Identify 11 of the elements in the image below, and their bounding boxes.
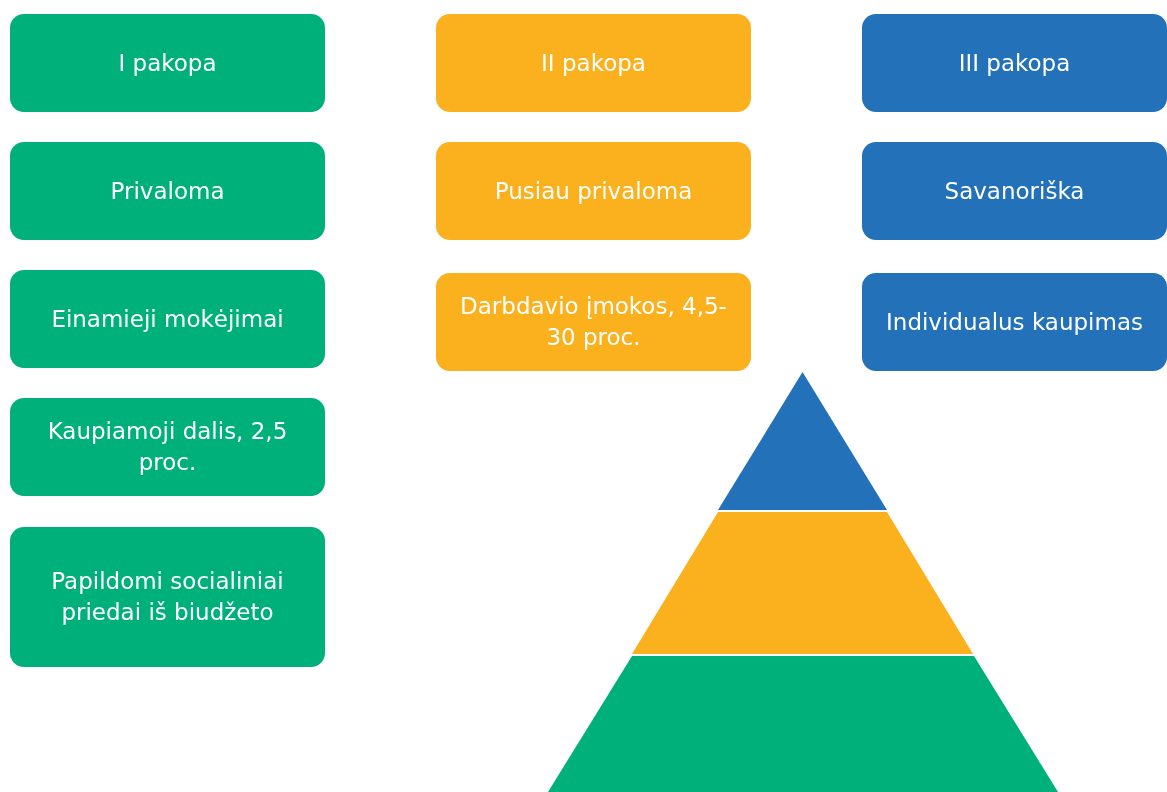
tier-box: Papildomi socialiniai priedai iš biudžeto	[10, 527, 325, 667]
tier-box: Pusiau privaloma	[436, 142, 751, 240]
tier-box: Darbdavio įmokos, 4,5-30 proc.	[436, 273, 751, 371]
tier-box: III pakopa	[862, 14, 1167, 112]
tier-box: Individualus kaupimas	[862, 273, 1167, 371]
tier-box: Savanoriška	[862, 142, 1167, 240]
tier-box: Privaloma	[10, 142, 325, 240]
tier-box: II pakopa	[436, 14, 751, 112]
tier-box: I pakopa	[10, 14, 325, 112]
tier-box: Kaupiamoji dalis, 2,5 proc.	[10, 398, 325, 496]
tier-box: Einamieji mokėjimai	[10, 270, 325, 368]
